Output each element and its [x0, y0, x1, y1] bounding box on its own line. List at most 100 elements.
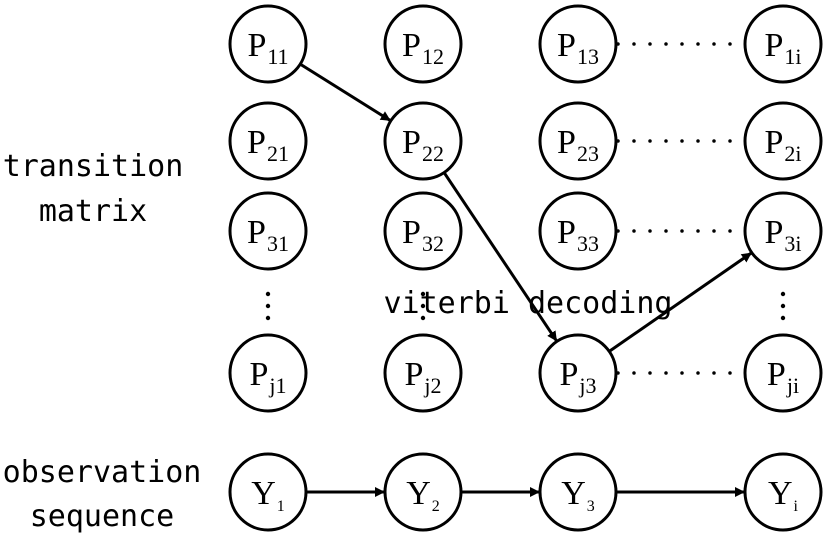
- node-p13: P13: [538, 4, 618, 84]
- node-p3i: P3i: [743, 191, 823, 271]
- node-p11-base: P: [247, 27, 266, 64]
- node-p2i: P2i: [743, 101, 823, 181]
- node-pji: Pji: [743, 333, 823, 413]
- node-p1i-circle: [743, 4, 823, 84]
- node-p23-circle: [538, 101, 618, 181]
- node-p31-label: P31: [247, 214, 289, 256]
- node-p31-base: P: [247, 214, 266, 251]
- node-y2-circle: [383, 452, 463, 532]
- node-y3-subscript: 3: [587, 498, 595, 515]
- node-p32-subscript: 32: [422, 231, 444, 256]
- node-y3-label: Y3: [561, 475, 595, 515]
- node-p11: P11: [228, 4, 308, 84]
- node-p12-subscript: 12: [422, 44, 444, 69]
- node-y2-subscript: 2: [432, 498, 440, 515]
- node-p2i-label: P2i: [764, 124, 801, 166]
- node-p22: P22: [383, 101, 463, 181]
- node-p13-subscript: 13: [577, 44, 599, 69]
- node-y1-label: Y1: [251, 475, 285, 515]
- column1-vertical-ellipsis: [265, 291, 271, 321]
- node-p3i-circle: [743, 191, 823, 271]
- node-pji-circle: [743, 333, 823, 413]
- node-p23-subscript: 23: [577, 141, 599, 166]
- node-yi: Yi: [743, 452, 823, 532]
- node-p11-label: P11: [247, 27, 288, 69]
- node-p32-circle: [383, 191, 463, 271]
- node-p1i: P1i: [743, 4, 823, 84]
- node-p21: P21: [228, 101, 308, 181]
- node-p1i-label: P1i: [764, 27, 801, 69]
- node-pj1: Pj1: [228, 333, 308, 413]
- node-p33: P33: [538, 191, 618, 271]
- node-pj3-label: Pj3: [559, 356, 596, 398]
- node-pj3: Pj3: [538, 333, 618, 413]
- node-p32: P32: [383, 191, 463, 271]
- node-yi-label: Yi: [768, 475, 799, 515]
- node-pj3-subscript: j3: [578, 373, 596, 398]
- node-pji-base: P: [767, 356, 786, 393]
- node-pj3-circle: [538, 333, 618, 413]
- node-y1-circle: [228, 452, 308, 532]
- node-p21-subscript: 21: [267, 141, 289, 166]
- viterbi-edge-pj3-p3i: [608, 251, 752, 353]
- observation-sequence-label-line2: sequence: [30, 499, 175, 534]
- node-p31-circle: [228, 191, 308, 271]
- node-pj2-subscript: j2: [423, 373, 441, 398]
- node-p1i-subscript: 1i: [784, 44, 801, 69]
- node-p13-base: P: [557, 27, 576, 64]
- node-p33-subscript: 33: [577, 231, 599, 256]
- node-p3i-subscript: 3i: [784, 231, 801, 256]
- node-pj2-base: P: [404, 356, 423, 393]
- node-p23-label: P23: [557, 124, 599, 166]
- node-y1-subscript: 1: [277, 498, 285, 515]
- node-p22-circle: [383, 101, 463, 181]
- node-p13-label: P13: [557, 27, 599, 69]
- node-p12-circle: [383, 4, 463, 84]
- node-p2i-base: P: [764, 124, 783, 161]
- node-yi-base: Y: [768, 475, 793, 512]
- node-p23-base: P: [557, 124, 576, 161]
- node-pj2-circle: [383, 333, 463, 413]
- transition-matrix-label-line2: matrix: [39, 194, 147, 229]
- node-p21-circle: [228, 101, 308, 181]
- node-p32-label: P32: [402, 214, 444, 256]
- node-p33-circle: [538, 191, 618, 271]
- node-p31: P31: [228, 191, 308, 271]
- node-y3-circle: [538, 452, 618, 532]
- node-p33-label: P33: [557, 214, 599, 256]
- node-p11-circle: [228, 4, 308, 84]
- node-y2: Y2: [383, 452, 463, 532]
- node-y2-base: Y: [406, 475, 431, 512]
- node-p21-label: P21: [247, 124, 289, 166]
- observation-sequence-label-line1: observation: [3, 455, 202, 490]
- node-p3i-base: P: [764, 214, 783, 251]
- node-pji-label: Pji: [767, 356, 799, 398]
- columni-vertical-ellipsis: [780, 291, 786, 321]
- node-pji-subscript: ji: [786, 373, 799, 398]
- node-pj1-subscript: j1: [268, 373, 286, 398]
- viterbi-edge-p22-pj3: [442, 171, 558, 342]
- node-p2i-subscript: 2i: [784, 141, 801, 166]
- node-pj2: Pj2: [383, 333, 463, 413]
- node-p32-base: P: [402, 214, 421, 251]
- node-pj2-label: Pj2: [404, 356, 441, 398]
- node-pj1-circle: [228, 333, 308, 413]
- node-pj1-base: P: [249, 356, 268, 393]
- node-pj3-base: P: [559, 356, 578, 393]
- node-y3-base: Y: [561, 475, 586, 512]
- node-y3: Y3: [538, 452, 618, 532]
- node-p13-circle: [538, 4, 618, 84]
- node-yi-subscript: i: [794, 498, 799, 515]
- node-yi-circle: [743, 452, 823, 532]
- node-p12: P12: [383, 4, 463, 84]
- node-p31-subscript: 31: [267, 231, 289, 256]
- viterbi-decoding-label: viterbi decoding: [384, 286, 673, 321]
- node-p2i-circle: [743, 101, 823, 181]
- node-p23: P23: [538, 101, 618, 181]
- column2-vertical-ellipsis: [420, 291, 426, 321]
- edges-group: [299, 62, 752, 497]
- node-p21-base: P: [247, 124, 266, 161]
- viterbi-edge-p11-p22: [299, 62, 391, 122]
